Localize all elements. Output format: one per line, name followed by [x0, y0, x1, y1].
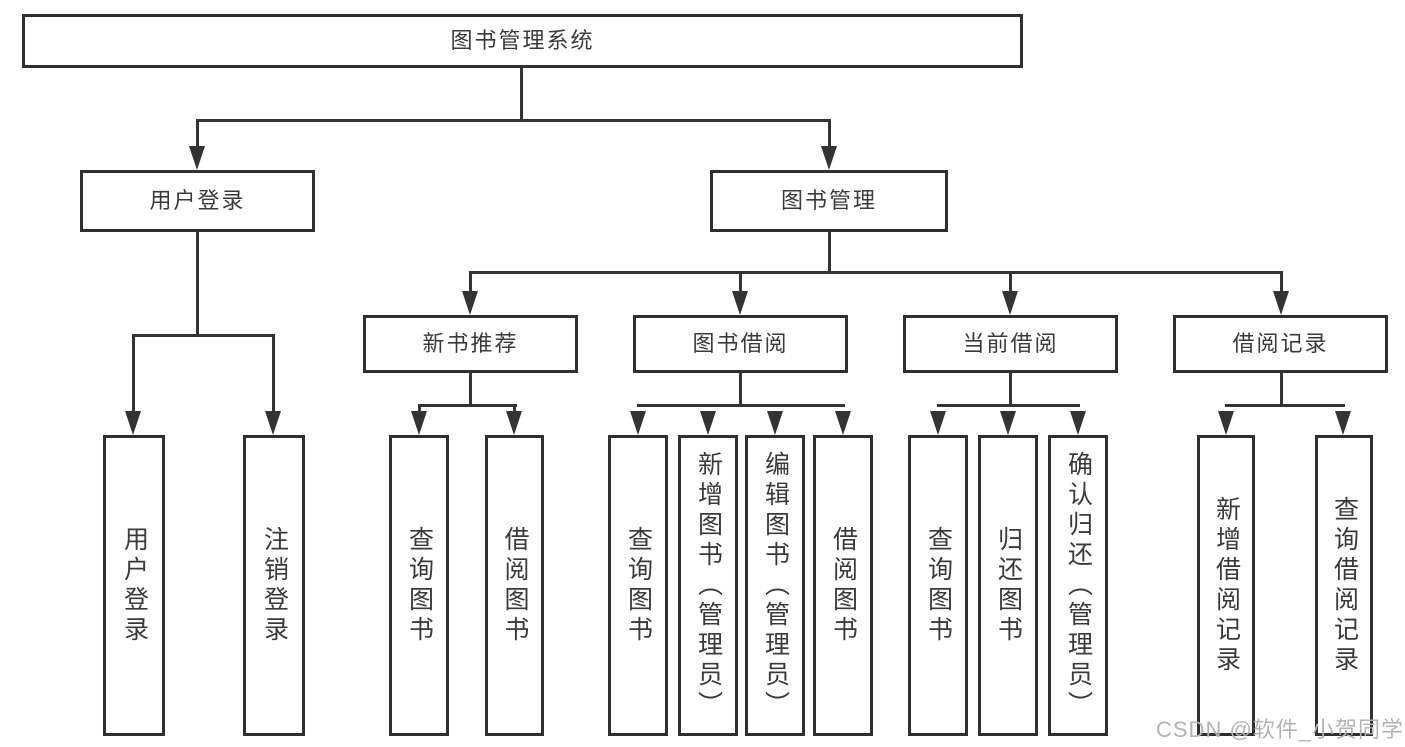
arrow-down-icon: [930, 411, 946, 435]
connector-line: [637, 404, 845, 407]
leaf-logout: 注销登录: [243, 435, 305, 736]
arrow-down-icon: [1000, 411, 1016, 435]
arrow-down-icon: [835, 411, 851, 435]
node-book-management: 图书管理: [710, 170, 948, 232]
leaf-label: 用户登录: [120, 525, 149, 646]
arrow-down-icon: [265, 411, 281, 435]
connector-line: [828, 232, 831, 274]
arrow-down-icon: [821, 146, 837, 170]
leaf-add-borrow-record: 新增借阅记录: [1197, 435, 1255, 736]
arrow-down-icon: [462, 291, 478, 315]
leaf-label: 借阅图书: [829, 525, 858, 646]
node-label: 新书推荐: [422, 331, 519, 356]
connector-line: [513, 404, 516, 416]
connector-line: [1225, 404, 1345, 407]
arrow-down-icon: [767, 411, 783, 435]
node-current-borrowing: 当前借阅: [903, 315, 1118, 373]
connector-line: [1009, 271, 1012, 295]
node-label: 借阅记录: [1232, 331, 1329, 356]
connector-line: [739, 271, 742, 295]
node-label: 用户登录: [149, 188, 246, 213]
arrow-down-icon: [1335, 411, 1351, 435]
csdn-watermark: CSDN @软件_小贺同学: [1156, 717, 1405, 742]
arrow-down-icon: [1273, 291, 1289, 315]
arrow-down-icon: [1070, 411, 1086, 435]
node-label: 当前借阅: [962, 331, 1059, 356]
arrow-down-icon: [1002, 291, 1018, 315]
node-label: 图书管理系统: [450, 28, 595, 53]
leaf-query-books-current: 查询图书: [908, 435, 968, 736]
node-borrowing-records: 借阅记录: [1173, 315, 1388, 373]
leaf-query-books-recommend: 查询图书: [389, 435, 449, 736]
node-new-book-recommendation: 新书推荐: [363, 315, 578, 373]
leaf-edit-books-admin: 编辑图书（管理员）: [745, 435, 805, 736]
connector-line: [469, 271, 472, 295]
connector-line: [469, 271, 1283, 274]
leaf-borrow-books-recommend: 借阅图书: [485, 435, 544, 736]
leaf-confirm-return-admin: 确认归还（管理员）: [1048, 435, 1108, 736]
connector-line: [196, 232, 199, 336]
leaf-query-books-borrowing: 查询图书: [608, 435, 668, 736]
leaf-return-books: 归还图书: [978, 435, 1038, 736]
arrow-down-icon: [189, 146, 205, 170]
connector-line: [196, 119, 831, 122]
arrow-down-icon: [125, 411, 141, 435]
leaf-borrow-books: 借阅图书: [813, 435, 873, 736]
connector-line: [520, 68, 523, 121]
leaf-add-books-admin: 新增图书（管理员）: [678, 435, 738, 736]
node-book-borrowing: 图书借阅: [633, 315, 848, 373]
arrow-down-icon: [506, 411, 522, 435]
node-user-login: 用户登录: [80, 170, 315, 232]
connector-line: [1280, 373, 1283, 407]
arrow-down-icon: [1218, 411, 1234, 435]
connector-line: [1280, 271, 1283, 295]
leaf-label: 编辑图书（管理员）: [761, 450, 790, 721]
leaf-label: 新增借阅记录: [1212, 495, 1241, 676]
leaf-label: 注销登录: [260, 525, 289, 646]
leaf-query-borrow-record: 查询借阅记录: [1315, 435, 1373, 736]
arrow-down-icon: [411, 411, 427, 435]
leaf-label: 借阅图书: [501, 525, 529, 646]
connector-line: [1009, 373, 1012, 407]
arrow-down-icon: [732, 291, 748, 315]
node-label: 图书借阅: [692, 331, 789, 356]
leaf-label: 确认归还（管理员）: [1064, 450, 1093, 721]
arrow-down-icon: [630, 411, 646, 435]
connector-line: [739, 373, 742, 407]
connector-line: [937, 404, 1080, 407]
node-label: 图书管理: [780, 188, 877, 213]
connector-line: [272, 334, 275, 414]
connector-line: [469, 373, 472, 407]
leaf-user-login: 用户登录: [103, 435, 165, 736]
leaf-label: 查询图书: [624, 525, 653, 646]
connector-line: [132, 334, 275, 337]
leaf-label: 查询图书: [405, 525, 434, 646]
arrow-down-icon: [700, 411, 716, 435]
connector-line: [196, 119, 199, 149]
leaf-label: 查询借阅记录: [1330, 495, 1359, 676]
node-root-library-system: 图书管理系统: [22, 14, 1023, 68]
connector-line: [418, 404, 421, 416]
leaf-label: 新增图书（管理员）: [694, 450, 723, 721]
connector-line: [828, 119, 831, 149]
connector-line: [132, 334, 135, 414]
leaf-label: 归还图书: [994, 525, 1023, 646]
leaf-label: 查询图书: [924, 525, 953, 646]
connector-line: [418, 404, 517, 407]
